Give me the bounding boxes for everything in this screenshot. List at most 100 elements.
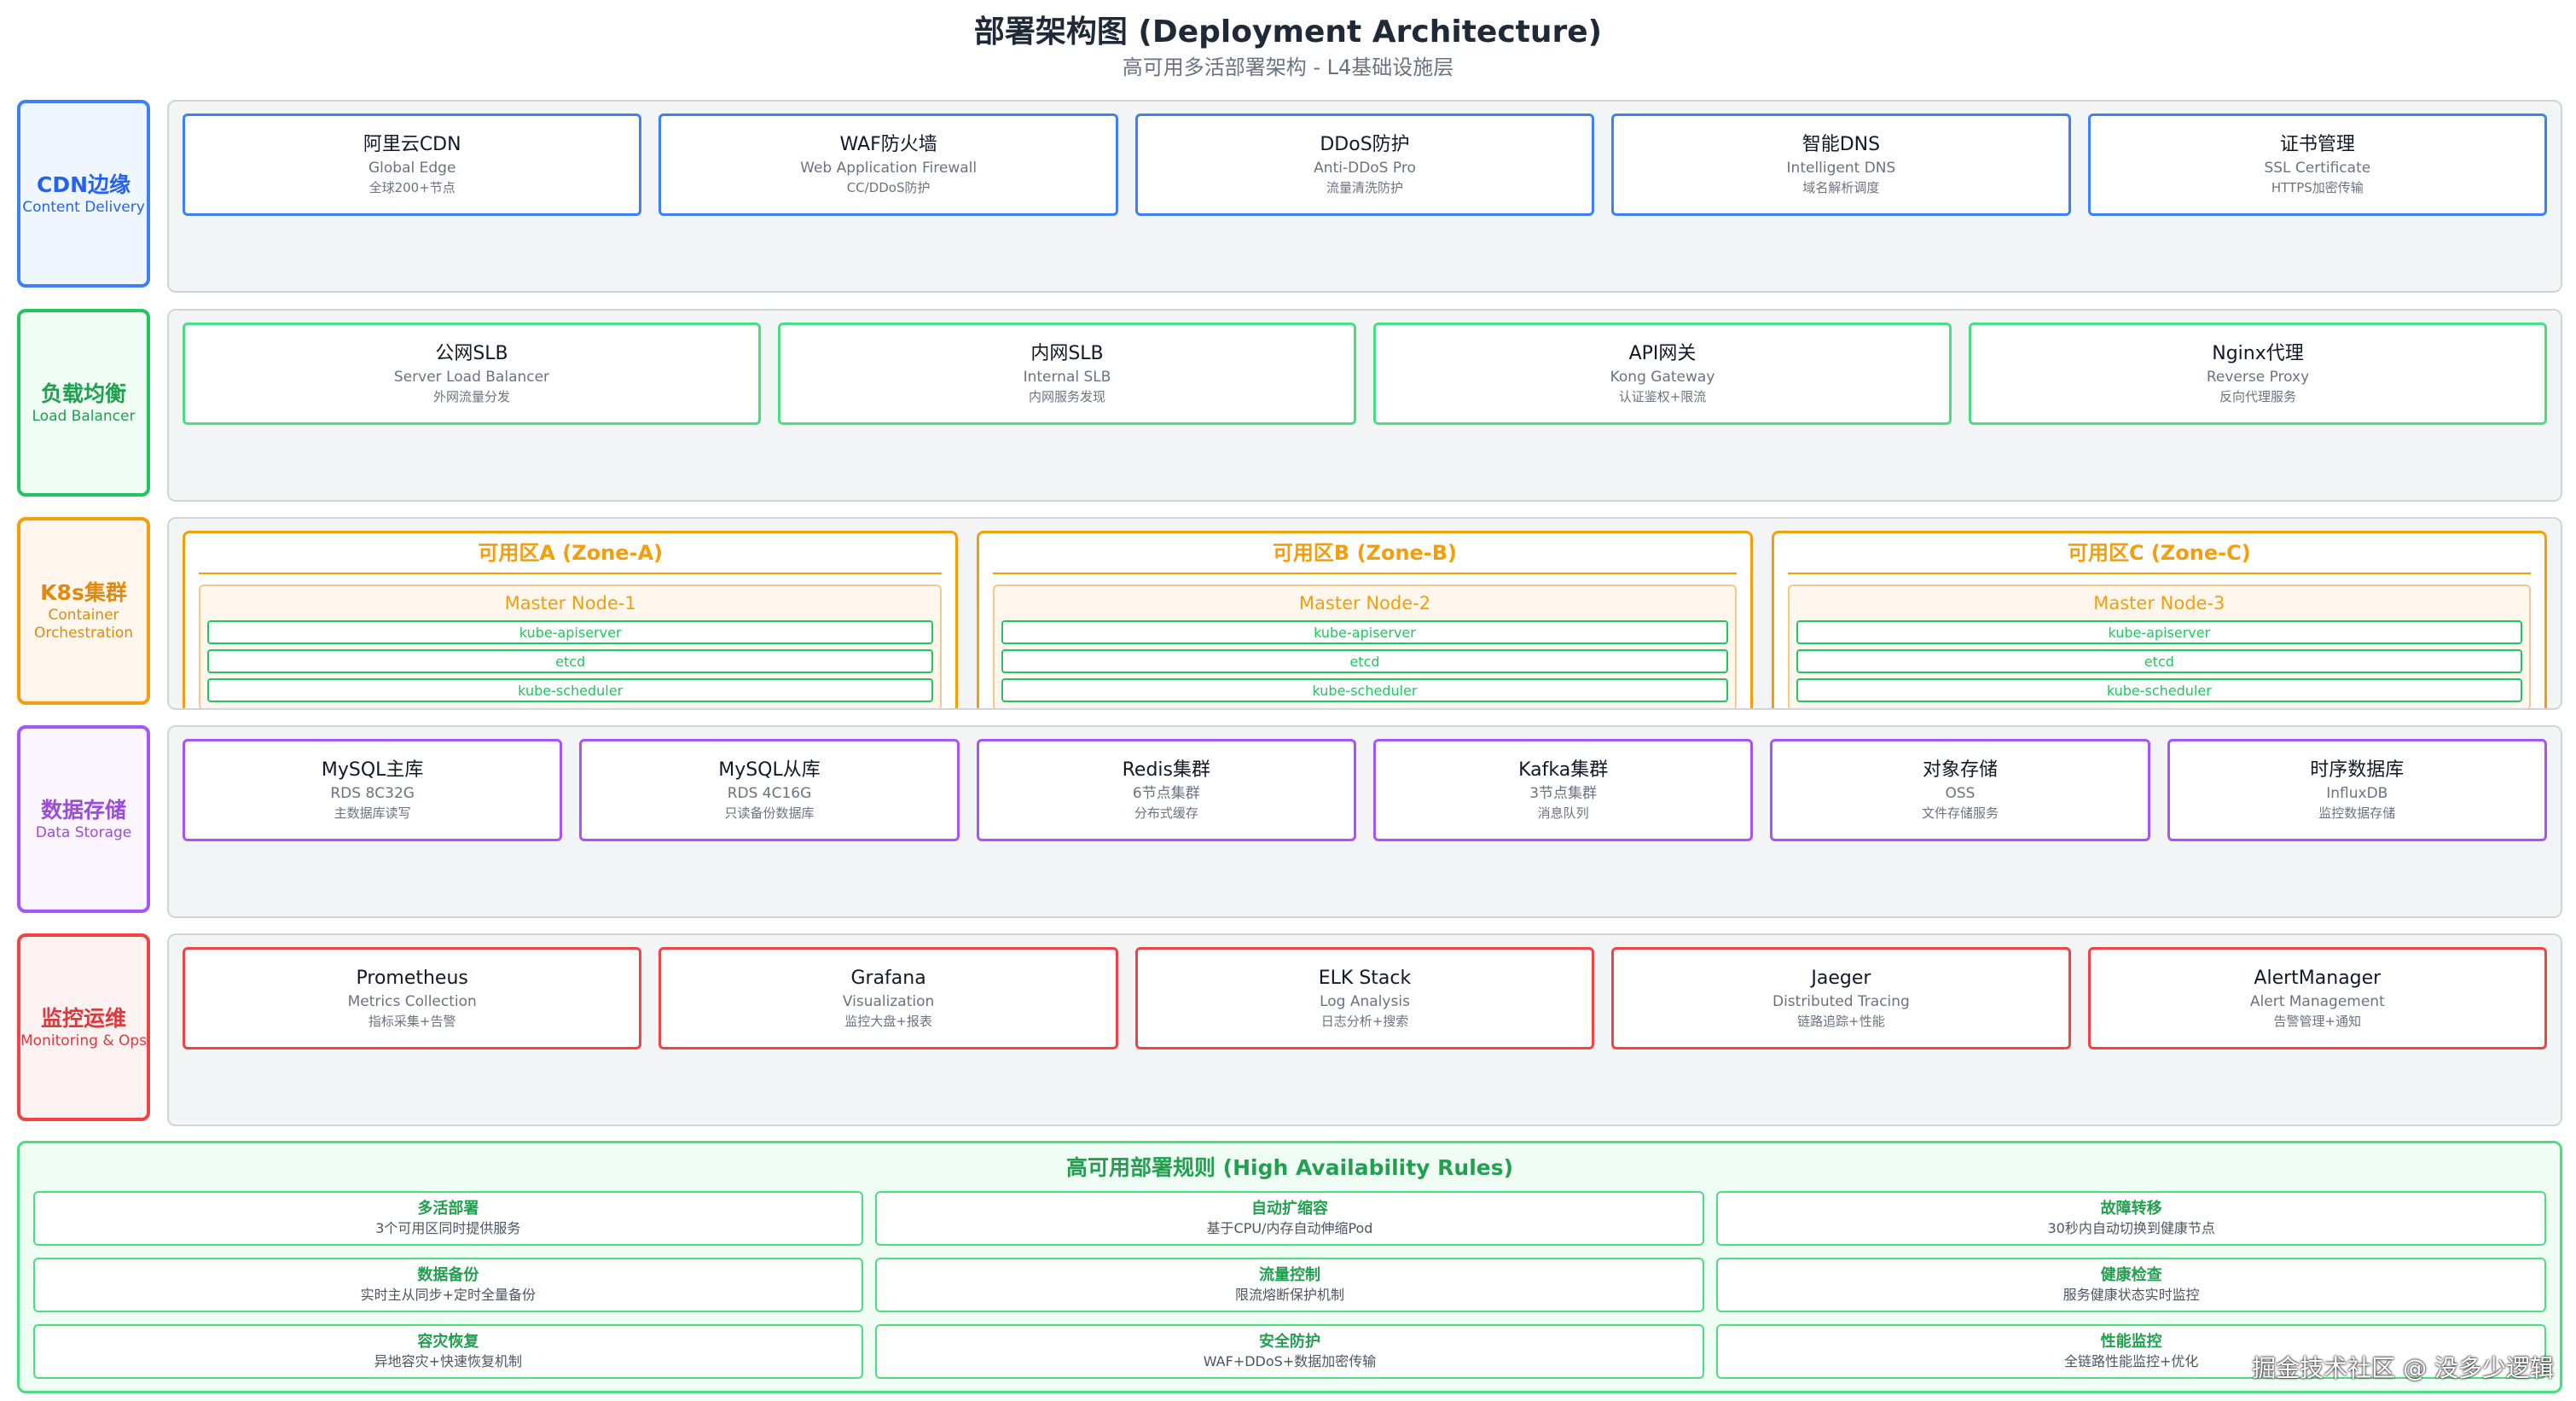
card-description: 全球200+节点 bbox=[368, 180, 455, 195]
card-title: ELK Stack bbox=[1318, 968, 1412, 989]
card-description: 流量清洗防护 bbox=[1326, 180, 1404, 195]
card-title: MySQL从库 bbox=[718, 759, 821, 781]
lb-layer-panel: 公网SLB Server Load Balancer 外网流量分发 内网SLB … bbox=[167, 309, 2562, 502]
card-title: DDoS防护 bbox=[1320, 134, 1410, 155]
lb-card-api-gateway: API网关 Kong Gateway 认证鉴权+限流 bbox=[1373, 323, 1952, 425]
card-description: HTTPS加密传输 bbox=[2271, 180, 2364, 195]
card-title: MySQL主库 bbox=[321, 759, 424, 781]
card-description: 域名解析调度 bbox=[1802, 180, 1880, 195]
zone-b: 可用区B (Zone-B) Master Node-2 kube-apiserv… bbox=[977, 531, 1753, 708]
cdn-card-waf: WAF防火墙 Web Application Firewall CC/DDoS防… bbox=[659, 113, 1118, 216]
rule-name: 流量控制 bbox=[1258, 1266, 1320, 1284]
k8s-label-zh: K8s集群 bbox=[40, 580, 127, 605]
card-description: 分布式缓存 bbox=[1134, 805, 1198, 821]
card-description: CC/DDoS防护 bbox=[846, 180, 931, 195]
service-etcd: etcd bbox=[1796, 649, 2522, 673]
rule-name: 性能监控 bbox=[2100, 1333, 2162, 1351]
monitoring-layer: 监控运维 Monitoring & Ops Prometheus Metrics… bbox=[17, 933, 2562, 1126]
card-title: 智能DNS bbox=[1801, 134, 1881, 155]
service-etcd: etcd bbox=[207, 649, 934, 673]
ha-rule: 多活部署 3个可用区同时提供服务 bbox=[33, 1191, 863, 1246]
data-layer-panel: MySQL主库 RDS 8C32G 主数据库读写 MySQL从库 RDS 4C1… bbox=[167, 725, 2562, 918]
mon-label-en: Monitoring & Ops bbox=[20, 1032, 148, 1049]
card-subtitle: SSL Certificate bbox=[2264, 160, 2371, 177]
card-subtitle: RDS 8C32G bbox=[330, 785, 415, 802]
mon-layer-label: 监控运维 Monitoring & Ops bbox=[17, 933, 150, 1121]
ha-rule: 容灾恢复 异地容灾+快速恢复机制 bbox=[33, 1324, 863, 1379]
cdn-layer-panel: 阿里云CDN Global Edge 全球200+节点 WAF防火墙 Web A… bbox=[167, 100, 2562, 293]
card-description: 内网服务发现 bbox=[1028, 389, 1105, 404]
mon-label-zh: 监控运维 bbox=[40, 1005, 126, 1031]
card-subtitle: Anti-DDoS Pro bbox=[1314, 160, 1416, 177]
service-kube-apiserver: kube-apiserver bbox=[1001, 620, 1728, 644]
card-title: AlertManager bbox=[2254, 968, 2382, 989]
zone-title: 可用区B (Zone-B) bbox=[993, 533, 1737, 574]
cdn-layer: CDN边缘 Content Delivery 阿里云CDN Global Edg… bbox=[17, 100, 2562, 293]
ha-rule: 故障转移 30秒内自动切换到健康节点 bbox=[1716, 1191, 2546, 1246]
card-title: 公网SLB bbox=[435, 343, 508, 364]
load-balancer-layer: 负载均衡 Load Balancer 公网SLB Server Load Bal… bbox=[17, 309, 2562, 502]
card-description: 只读备份数据库 bbox=[724, 805, 815, 821]
data-card-mysql-master: MySQL主库 RDS 8C32G 主数据库读写 bbox=[183, 739, 563, 841]
card-description: 外网流量分发 bbox=[432, 389, 510, 404]
cdn-label-en: Content Delivery bbox=[22, 198, 145, 216]
master-node-title: Master Node-2 bbox=[1298, 593, 1431, 613]
cdn-layer-label: CDN边缘 Content Delivery bbox=[17, 100, 150, 288]
service-kube-scheduler: kube-scheduler bbox=[1001, 678, 1728, 702]
card-title: Prometheus bbox=[356, 968, 468, 989]
ha-rule: 自动扩缩容 基于CPU/内存自动伸缩Pod bbox=[874, 1191, 1705, 1246]
service-kube-scheduler: kube-scheduler bbox=[207, 678, 934, 702]
zone-c: 可用区C (Zone-C) Master Node-3 kube-apiserv… bbox=[1771, 531, 2547, 708]
lb-label-en: Load Balancer bbox=[32, 407, 136, 425]
data-layer-label: 数据存储 Data Storage bbox=[17, 725, 150, 913]
diagram-header: 部署架构图 (Deployment Architecture) 高可用多活部署架… bbox=[0, 0, 2576, 82]
zone-title: 可用区C (Zone-C) bbox=[1787, 533, 2531, 574]
cdn-card-ddos: DDoS防护 Anti-DDoS Pro 流量清洗防护 bbox=[1134, 113, 1595, 216]
card-subtitle: Global Edge bbox=[368, 160, 456, 177]
card-title: 时序数据库 bbox=[2310, 759, 2405, 781]
card-subtitle: Visualization bbox=[842, 993, 935, 1010]
card-title: 对象存储 bbox=[1922, 759, 1998, 781]
cdn-card-aliyun: 阿里云CDN Global Edge 全球200+节点 bbox=[183, 113, 642, 216]
rule-name: 安全防护 bbox=[1258, 1333, 1320, 1351]
service-kube-apiserver: kube-apiserver bbox=[1796, 620, 2522, 644]
ha-rule: 安全防护 WAF+DDoS+数据加密传输 bbox=[874, 1324, 1705, 1379]
data-card-kafka: Kafka集群 3节点集群 消息队列 bbox=[1372, 739, 1754, 841]
card-title: 阿里云CDN bbox=[363, 134, 461, 155]
data-card-oss: 对象存储 OSS 文件存储服务 bbox=[1770, 739, 2150, 841]
data-card-influxdb: 时序数据库 InfluxDB 监控数据存储 bbox=[2167, 739, 2547, 841]
cdn-label-zh: CDN边缘 bbox=[36, 171, 131, 197]
rule-description: 服务健康状态实时监控 bbox=[2063, 1287, 2200, 1303]
card-description: 消息队列 bbox=[1537, 805, 1589, 821]
zone-title: 可用区A (Zone-A) bbox=[199, 533, 943, 574]
card-description: 监控大盘+报表 bbox=[844, 1014, 932, 1029]
card-title: Nginx代理 bbox=[2212, 343, 2304, 364]
rule-name: 容灾恢复 bbox=[417, 1333, 479, 1351]
rule-description: 限流熔断保护机制 bbox=[1234, 1287, 1344, 1303]
rule-description: 实时主从同步+定时全量备份 bbox=[360, 1287, 537, 1303]
diagram-subtitle: 高可用多活部署架构 - L4基础设施层 bbox=[1122, 55, 1454, 79]
mon-card-prometheus: Prometheus Metrics Collection 指标采集+告警 bbox=[183, 947, 642, 1049]
mon-layer-panel: Prometheus Metrics Collection 指标采集+告警 Gr… bbox=[167, 933, 2562, 1126]
lb-label-zh: 负载均衡 bbox=[40, 381, 126, 406]
rule-description: WAF+DDoS+数据加密传输 bbox=[1203, 1353, 1377, 1369]
data-label-en: Data Storage bbox=[35, 823, 132, 841]
rule-name: 故障转移 bbox=[2100, 1200, 2162, 1218]
mon-card-jaeger: Jaeger Distributed Tracing 链路追踪+性能 bbox=[1611, 947, 2071, 1049]
card-subtitle: InfluxDB bbox=[2326, 785, 2388, 802]
master-node-title: Master Node-1 bbox=[504, 593, 636, 613]
mon-card-alertmanager: AlertManager Alert Management 告警管理+通知 bbox=[2087, 947, 2548, 1049]
card-description: 监控数据存储 bbox=[2318, 805, 2396, 821]
rule-name: 多活部署 bbox=[417, 1200, 479, 1218]
card-subtitle: 6节点集群 bbox=[1132, 785, 1200, 802]
lb-layer-label: 负载均衡 Load Balancer bbox=[17, 309, 150, 497]
rule-name: 健康检查 bbox=[2100, 1266, 2162, 1284]
mon-card-elk: ELK Stack Log Analysis 日志分析+搜索 bbox=[1134, 947, 1595, 1049]
card-title: Grafana bbox=[850, 968, 926, 989]
data-label-zh: 数据存储 bbox=[40, 797, 126, 823]
card-subtitle: 3节点集群 bbox=[1529, 785, 1598, 802]
card-subtitle: OSS bbox=[1945, 785, 1976, 802]
card-subtitle: Server Load Balancer bbox=[393, 369, 550, 386]
card-description: 链路追踪+性能 bbox=[1797, 1014, 1885, 1029]
ha-rule: 性能监控 全链路性能监控+优化 bbox=[1716, 1324, 2546, 1379]
